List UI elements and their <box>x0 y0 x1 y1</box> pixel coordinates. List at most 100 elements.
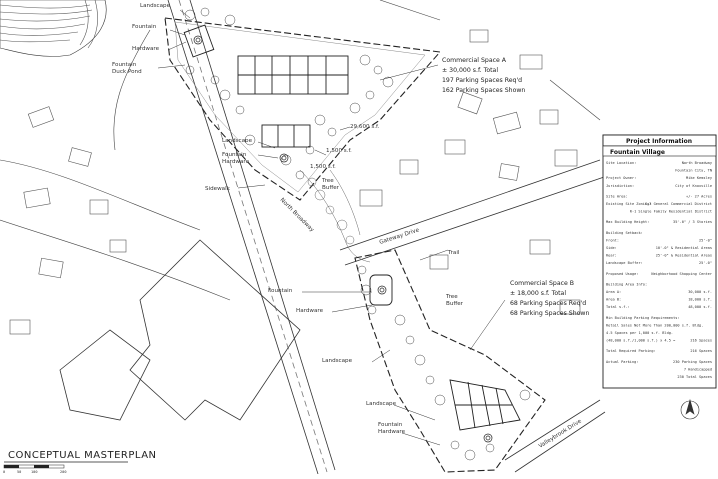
project-info-row-value: 25'-0" <box>699 261 712 265</box>
label-sidewalk: Sidewalk <box>205 186 231 192</box>
site-b-parking-grid <box>369 274 521 431</box>
project-info-row-label: Area A: <box>606 290 621 294</box>
project-info-row-value: C-3 General Commercial District <box>645 202 712 206</box>
label-landscape-mid: Landscape <box>222 138 253 144</box>
project-info-header: Project Information <box>626 138 692 145</box>
label-fountain-hardware-mid-1: Fountain <box>222 152 247 158</box>
project-info-row-label: Actual Parking: <box>606 360 638 364</box>
existing-large-building <box>59 239 301 421</box>
project-info-row-label: Jurisdiction: <box>606 184 634 188</box>
label-fountain-hardware-bottom-1: Fountain <box>378 422 403 428</box>
topographic-contours <box>0 0 107 57</box>
project-info-row-label: Total Required Parking: <box>606 349 656 353</box>
project-info-row-value: Mike Kemsley <box>686 176 713 180</box>
scale-tick-2: 100 <box>31 470 38 474</box>
sheet-title: Conceptual Masterplan <box>8 450 157 461</box>
label-landscape-bottom: Landscape <box>366 401 397 407</box>
label-tree-buffer-1a: Tree <box>321 178 334 184</box>
gateway-drive-road <box>339 159 611 266</box>
project-info-row-label: Site Area: <box>606 194 628 198</box>
project-info-row-value: North Broadway <box>682 161 713 165</box>
project-info-row-label: Building Setback: <box>606 231 643 235</box>
scale-tick-0: 0 <box>3 470 5 474</box>
project-info-row-label: Max Building Height: <box>606 220 649 224</box>
commercial-b-shown: 68 Parking Spaces Shown <box>510 310 589 317</box>
label-tree-buffer-2a: Tree <box>445 294 458 300</box>
label-tree-buffer-2b: Buffer <box>446 301 464 307</box>
tree-buffer-corridor <box>299 169 371 263</box>
project-info-row-value: +/- 27 Acres <box>686 194 712 198</box>
project-info-row-value: 18,000 s.f. <box>688 298 712 302</box>
label-landscape-lower: Landscape <box>322 358 353 364</box>
commercial-b-required: 68 Parking Spaces Req'd <box>510 300 586 307</box>
project-info-row-value: 35'-0" / 3 Stories <box>673 220 712 224</box>
site-a-parcel <box>164 17 442 201</box>
project-info-row-label: Area B: <box>606 298 621 302</box>
project-info-row-label: Building Area Info: <box>606 282 647 286</box>
project-info-row-label: Existing Site Zoning: <box>606 202 651 206</box>
commercial-b-title: Commercial Space B <box>510 280 574 287</box>
existing-houses <box>9 29 581 335</box>
project-information-block: Project Information Fountain Village Sit… <box>602 134 717 389</box>
label-fountain-duck-pond-2: Duck Pond <box>112 69 142 75</box>
label-fountain-hardware-top-2: Hardware <box>132 46 160 52</box>
project-info-row-label: Side: <box>606 246 617 250</box>
site-b-fountains <box>377 285 493 443</box>
commercial-a-required: 197 Parking Spaces Req'd <box>442 77 522 84</box>
label-trail: Trail <box>447 250 460 256</box>
side-streets <box>0 0 601 301</box>
label-fountain-hardware-bottom-2: Hardware <box>378 429 406 435</box>
project-info-row-label: Total s.f.: <box>606 305 630 309</box>
commercial-a-shown: 162 Parking Spaces Shown <box>442 87 525 94</box>
project-info-row-value: 216 Spaces <box>690 349 712 353</box>
project-info-row-value: Fountain City, TN <box>675 169 712 173</box>
project-info-row-value: 230 Total Spaces <box>677 375 712 379</box>
project-info-row-value: 30,000 s.f. <box>688 290 712 294</box>
project-info-row-label: 4.5 Spaces per 1,000 s.f. Bldg. <box>606 331 673 335</box>
label-hardware-lower: Hardware <box>296 308 324 314</box>
valleybrook-drive-road <box>504 399 606 473</box>
scale-bar: 0 50 100 200 <box>3 464 67 474</box>
project-info-row-label: Min Building Parking Requirements: <box>606 316 680 320</box>
label-landscape-top: Landscape <box>140 3 171 9</box>
title-block: Conceptual Masterplan 0 50 100 200 <box>3 450 157 474</box>
project-info-row-value: 25'-0" & Residential Areas <box>656 254 712 258</box>
site-b-parcel <box>354 249 546 473</box>
project-info-row-value: Neighborhood Shopping Center <box>651 272 712 276</box>
project-info-row-value: City of Knoxville <box>675 184 712 188</box>
label-area-3: 29,600 s.f. <box>350 124 380 130</box>
commercial-a-area: ± 30,000 s.f. Total <box>442 67 498 74</box>
north-arrow-icon <box>680 398 700 420</box>
site-a-trees <box>184 7 394 180</box>
commercial-a-title: Commercial Space A <box>442 57 507 64</box>
project-info-name: Fountain Village <box>610 149 665 156</box>
project-info-row-value: 25'-0" <box>699 238 712 242</box>
project-info-row-label: Project Owner: <box>606 176 636 180</box>
label-fountain-duck-pond-1: Fountain <box>112 62 137 68</box>
project-info-row-label: Landscape Buffer: <box>606 261 643 265</box>
label-tree-buffer-1b: Buffer <box>322 185 340 191</box>
commercial-b-area: ± 18,000 s.f. Total <box>510 290 566 297</box>
scale-tick-3: 200 <box>60 470 67 474</box>
project-info-row-label: Front: <box>606 238 619 242</box>
project-info-row-value: 48,000 s.f. <box>688 305 712 309</box>
project-info-row-label: Rear: <box>606 254 617 258</box>
project-info-row-value: 7 Handicapped <box>684 367 712 371</box>
label-fountain-hardware-top-1: Fountain <box>132 24 157 30</box>
site-b-trees <box>357 265 531 461</box>
project-info-row-label: Retail Sales Not More Than 200,000 s.f. … <box>606 323 703 327</box>
label-area-1: 1,500 s.f. <box>326 148 352 154</box>
project-info-row-label: Site Location: <box>606 161 636 165</box>
scale-tick-1: 50 <box>17 470 21 474</box>
label-area-2: 1,500 s.f. <box>310 164 336 170</box>
project-info-row-value: 10'-0" & Residential Areas <box>656 246 712 250</box>
annotation-leaders <box>157 9 506 446</box>
project-info-row-value: 216 Spaces <box>690 339 712 343</box>
site-a-fountains <box>193 35 289 163</box>
project-info-row-label: Proposed Usage: <box>606 272 638 276</box>
project-info-row-value: 230 Parking Spaces <box>673 360 712 364</box>
project-info-row-value: R-1 Single Family Residential District <box>630 210 712 214</box>
